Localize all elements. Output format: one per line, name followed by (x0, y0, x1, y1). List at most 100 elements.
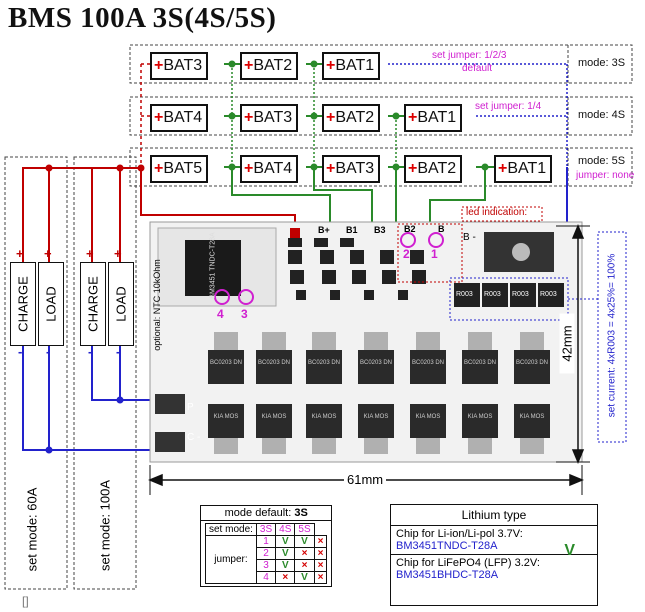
col-3s: 3S (255, 523, 277, 536)
mode-label-3s: mode: 3S (578, 57, 626, 69)
footer-mark: [] (22, 594, 29, 608)
mosfet-marking: BC0203 DN (258, 360, 291, 366)
mode-cell: × (313, 535, 328, 548)
pad-c-label: C - (187, 432, 201, 443)
minus-sign: - (116, 344, 121, 359)
plus-sign: + (244, 109, 254, 126)
plus-sign: + (326, 109, 336, 126)
mode-cell: × (313, 547, 328, 560)
battery-cell-bat2: +BAT2 (240, 52, 299, 80)
default-label: default (462, 63, 493, 74)
mosfet-marking: KIA MOS (261, 414, 287, 420)
plus-sign: + (114, 246, 122, 261)
mode-default-value: 3S (294, 507, 308, 519)
mode-cell: V (275, 547, 296, 560)
battery-cell-bat2: +BAT2 (404, 155, 463, 183)
resistor-label: R003 (456, 291, 473, 298)
plus-sign: + (326, 57, 336, 74)
battery-cell-bat5: +BAT5 (150, 155, 209, 183)
set-current-label: set current: 4xR003 = 4x25%= 100% (606, 253, 618, 418)
charge-box-100a: CHARGE (80, 262, 106, 346)
col-4s: 4S (275, 523, 296, 536)
jumper-label-4s: set jumper: 1/4 (475, 101, 542, 112)
battery-label: BAT5 (163, 160, 203, 177)
mosfet-marking: BC0203 DN (412, 360, 445, 366)
battery-label: BAT3 (253, 109, 293, 126)
battery-label: BAT2 (253, 57, 293, 74)
width-dimension: 61mm (344, 472, 387, 487)
jumper-number: 2 (403, 247, 410, 261)
jumper-number-cell: 2 (255, 547, 277, 560)
jumper-number: 4 (217, 307, 224, 321)
pad-b0-label: B (438, 224, 445, 234)
plus-sign: + (244, 57, 254, 74)
lithium-type-box: Lithium type Chip for Li-ion/Li-pol 3.7V… (390, 504, 598, 606)
mode-cell: V (275, 535, 296, 548)
mosfet-marking: KIA MOS (363, 414, 389, 420)
mode-default-label: mode default: (224, 507, 295, 519)
mode-cell: V (294, 535, 315, 548)
check-mark: V (564, 542, 575, 559)
page-title: BMS 100A 3S(4S/5S) (8, 2, 277, 34)
jumper-number: 3 (241, 307, 248, 321)
battery-cell-bat1: +BAT1 (494, 155, 553, 183)
mode-cell: V (275, 559, 296, 572)
chip1-part: BM3451TNDC-T28A (396, 540, 498, 552)
mosfet-marking: BC0203 DN (464, 360, 497, 366)
jumper-number-cell: 1 (255, 535, 277, 548)
mode-cell: × (294, 559, 315, 572)
plus-sign: + (16, 246, 24, 261)
charge-box-60a: CHARGE (10, 262, 36, 346)
battery-cell-bat4: +BAT4 (240, 155, 299, 183)
mosfet-marking: KIA MOS (467, 414, 493, 420)
minus-sign: - (88, 344, 93, 359)
battery-cell-bat1: +BAT1 (322, 52, 381, 80)
pad-bplus-label: B+ (318, 225, 330, 235)
resistor-label: R003 (484, 291, 501, 298)
mode-cell: × (313, 571, 328, 584)
mosfet-marking: BC0203 DN (210, 360, 243, 366)
mosfet-marking: BC0203 DN (308, 360, 341, 366)
battery-label: BAT2 (417, 160, 457, 177)
set-mode-header: set mode: (205, 523, 257, 536)
load-box-100a: LOAD (108, 262, 134, 346)
mosfet-marking: KIA MOS (519, 414, 545, 420)
mosfet-marking: KIA MOS (311, 414, 337, 420)
plus-sign: + (244, 160, 254, 177)
col-5s: 5S (294, 523, 315, 536)
plus-sign: + (326, 160, 336, 177)
battery-cell-bat1: +BAT1 (404, 104, 463, 132)
pad-b2-label: B2 (404, 224, 416, 234)
plus-sign: + (154, 57, 164, 74)
row-box-4s (129, 96, 633, 136)
jumper-number: 1 (431, 247, 438, 261)
pad-p (155, 394, 185, 414)
led-indication-label: led indication: (466, 207, 528, 218)
bms-chip (185, 240, 241, 296)
mode-cell: V (294, 571, 315, 584)
mosfet-marking: KIA MOS (415, 414, 441, 420)
minus-sign: - (46, 344, 51, 359)
pad-bminus-label: B - (463, 232, 476, 243)
mode-cell: × (275, 571, 296, 584)
battery-label: BAT1 (417, 109, 457, 126)
plus-sign: + (154, 109, 164, 126)
battery-label: BAT4 (163, 109, 203, 126)
set-mode-60a: set mode: 60A (24, 487, 40, 572)
minus-sign: - (18, 344, 23, 359)
set-mode-100a: set mode: 100A (97, 479, 113, 572)
plus-sign: + (498, 160, 508, 177)
jumper-header: jumper: (205, 535, 257, 584)
plus-sign: + (408, 109, 418, 126)
resistor-label: R003 (512, 291, 529, 298)
mode-table: mode default: 3S set mode: 3S 4S 5S jump… (200, 505, 333, 587)
row-box-3s (129, 44, 633, 84)
jumper-number-cell: 3 (255, 559, 277, 572)
resistor-label: R003 (540, 291, 557, 298)
plus-sign: + (44, 246, 52, 261)
jumper-label-5s: jumper: none (576, 170, 635, 181)
jumper-number-cell: 4 (255, 571, 277, 584)
side-box-60a (4, 156, 68, 590)
